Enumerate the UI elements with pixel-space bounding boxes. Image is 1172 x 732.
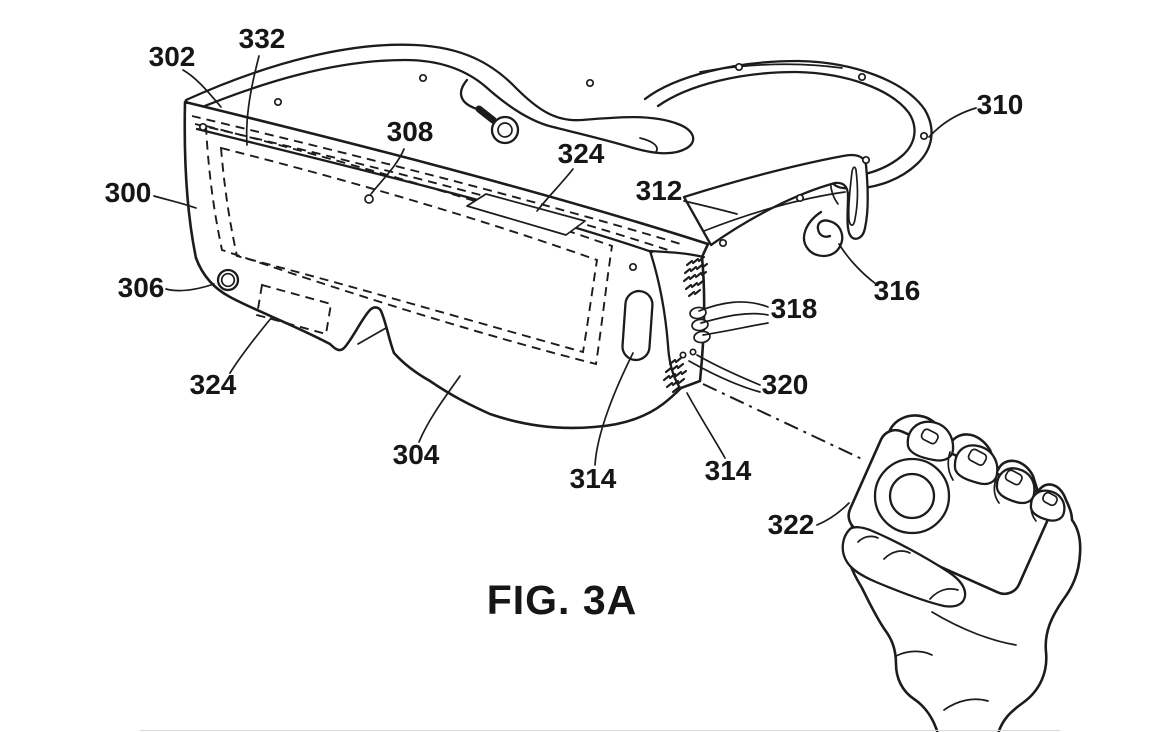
label-324-left: 324 [190, 369, 237, 400]
leader-306 [165, 283, 215, 292]
label-316: 316 [874, 275, 921, 306]
reference-numerals: 300 302 332 308 324 312 310 306 316 318 320 324 304 3… [105, 23, 1024, 540]
leader-332 [245, 55, 260, 146]
label-324-top: 324 [558, 138, 605, 169]
vent-slot [466, 193, 586, 236]
leader-314-left [594, 352, 634, 466]
label-332: 332 [239, 23, 286, 54]
hand [841, 414, 1082, 732]
label-300: 300 [105, 177, 152, 208]
label-306: 306 [118, 272, 165, 303]
leader-300 [153, 195, 197, 209]
fingernail [1042, 491, 1058, 507]
leader-324-top [536, 168, 574, 212]
figure-caption: FIG. 3A [487, 577, 638, 623]
leader-304 [418, 375, 461, 443]
leader-322 [816, 502, 850, 526]
click-wheel [873, 457, 951, 535]
status-ports [679, 348, 697, 359]
label-304: 304 [393, 439, 440, 470]
label-302: 302 [149, 41, 196, 72]
leader-308 [370, 148, 405, 195]
remote-control [847, 428, 1053, 596]
leader-318-c [702, 322, 769, 336]
fingernail [1004, 469, 1023, 486]
fingernail [920, 428, 939, 445]
leader-308-dot [364, 194, 374, 204]
leader-320-a [696, 354, 761, 386]
headset-goggle-body [183, 62, 929, 430]
leader-lines [153, 55, 977, 526]
thumb [841, 526, 967, 608]
fingernail [967, 448, 988, 466]
label-308: 308 [387, 116, 434, 147]
leader-312 [683, 200, 738, 215]
component-hidden-outline [255, 283, 333, 336]
fingertips [906, 420, 1066, 522]
hand-creases [857, 535, 1017, 711]
speaker-grille-top [682, 255, 709, 298]
left-temple-strap [184, 43, 695, 155]
speaker-grille-bottom [662, 356, 688, 394]
leader-320-b [688, 360, 761, 393]
label-314-left: 314 [570, 463, 617, 494]
display-hidden-outline [204, 124, 614, 366]
leader-310 [928, 107, 977, 138]
leader-324-left [229, 316, 273, 374]
camera-port [216, 268, 240, 292]
label-312: 312 [636, 175, 683, 206]
temple-arm [682, 153, 869, 247]
leader-318-b [700, 312, 769, 324]
label-314-right: 314 [705, 455, 752, 486]
leader-316 [838, 243, 877, 285]
leader-302 [182, 69, 222, 108]
label-322: 322 [768, 509, 815, 540]
leader-314-right [686, 392, 726, 459]
ear-hook [802, 210, 844, 258]
label-320: 320 [762, 369, 809, 400]
label-318: 318 [771, 293, 818, 324]
leader-318-a [698, 301, 769, 312]
side-port-slot [621, 289, 654, 362]
rivet-dots [198, 62, 929, 272]
earbud [459, 78, 520, 145]
label-310: 310 [977, 89, 1024, 120]
